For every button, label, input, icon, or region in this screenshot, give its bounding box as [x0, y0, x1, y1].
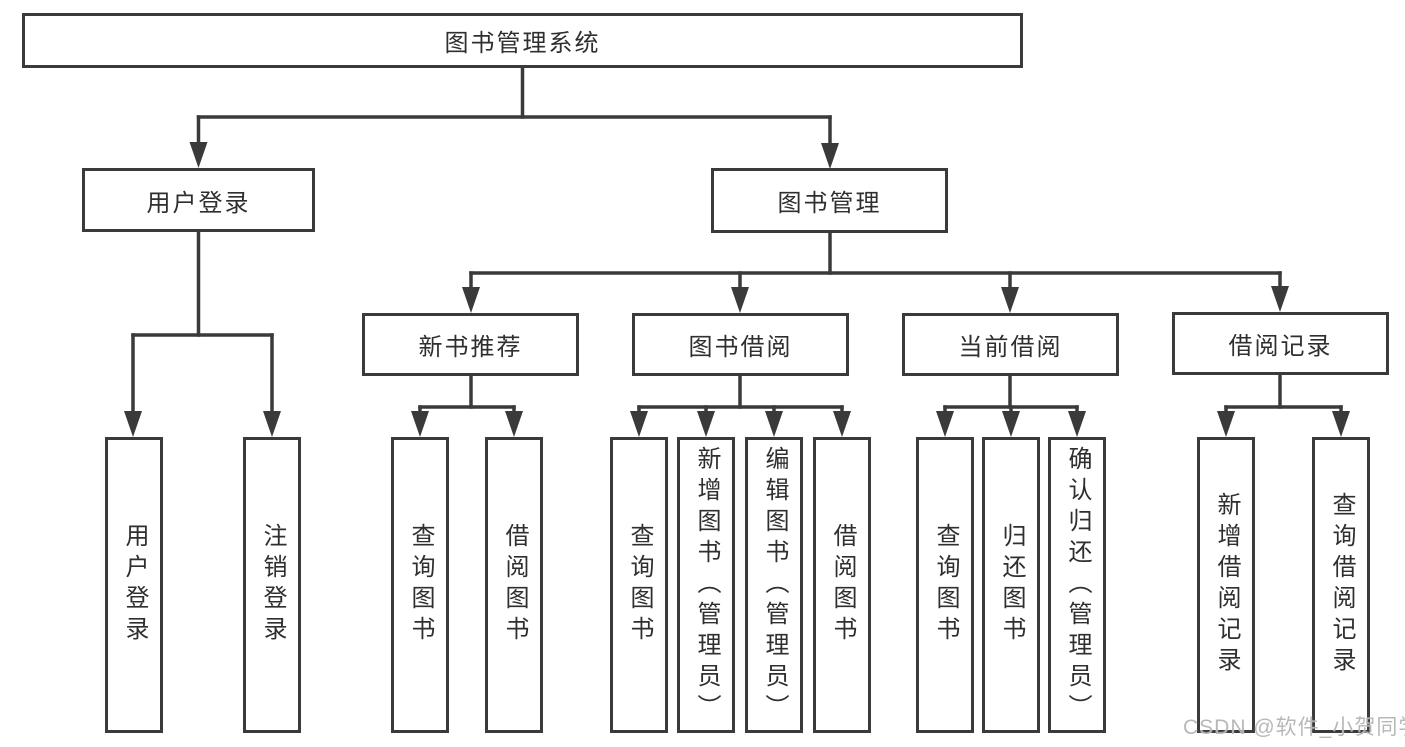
node-book-borrow: 图书借阅 [632, 313, 849, 376]
leaf-label: 新增借阅记录 [1213, 492, 1240, 678]
arrow-down-icon [1001, 287, 1019, 313]
leaf-return-books: 归还图书 [982, 437, 1040, 733]
arrow-down-icon [462, 287, 480, 313]
leaf-label: 查询图书 [407, 523, 434, 647]
connector-book-management-to-modules [462, 231, 1289, 313]
arrow-down-icon [765, 411, 783, 437]
arrow-down-icon [697, 411, 715, 437]
leaf-query-books-borrow: 查询图书 [610, 437, 668, 733]
node-label: 用户登录 [146, 189, 251, 217]
node-borrow-records: 借阅记录 [1172, 312, 1389, 375]
arrow-down-icon [731, 287, 749, 313]
node-label: 图书借阅 [688, 334, 793, 361]
node-user-login: 用户登录 [82, 168, 315, 232]
arrow-down-icon [411, 411, 429, 437]
node-label: 当前借阅 [958, 334, 1063, 361]
arrow-down-icon [1002, 411, 1020, 437]
leaf-label: 查询图书 [932, 523, 959, 647]
leaf-borrow-books-recommend: 借阅图书 [485, 437, 543, 733]
connector-root-to-branches [189, 66, 839, 169]
connector-new-book-recommend-to-leaves [411, 374, 523, 437]
node-label: 图书管理 [777, 190, 882, 217]
leaf-logout: 注销登录 [243, 437, 301, 733]
leaf-label: 借阅图书 [829, 523, 856, 647]
leaf-label: 归还图书 [998, 523, 1025, 647]
arrow-down-icon [1332, 411, 1350, 437]
leaf-query-borrow-record: 查询借阅记录 [1312, 437, 1370, 733]
leaf-edit-books-admin: 编辑图书（管理员） [745, 437, 803, 733]
arrow-down-icon [936, 411, 954, 437]
connector-current-borrow-to-leaves [936, 374, 1086, 437]
leaf-label: 注销登录 [259, 523, 286, 647]
leaf-label: 用户登录 [121, 523, 148, 647]
leaf-label: 确认归还（管理员） [1064, 445, 1091, 725]
arrow-down-icon [833, 411, 851, 437]
leaf-label: 编辑图书（管理员） [761, 445, 788, 725]
connector-borrow-records-to-leaves [1217, 373, 1350, 437]
arrow-down-icon [821, 143, 839, 169]
leaf-add-borrow-record: 新增借阅记录 [1197, 437, 1255, 733]
connector-book-borrow-to-leaves [630, 374, 851, 437]
arrow-down-icon [505, 411, 523, 437]
node-label: 借阅记录 [1228, 333, 1333, 360]
arrow-down-icon [630, 411, 648, 437]
arrow-down-icon [1068, 411, 1086, 437]
node-book-management: 图书管理 [711, 168, 948, 233]
leaf-query-books-current: 查询图书 [916, 437, 974, 733]
leaf-label: 查询借阅记录 [1328, 492, 1355, 678]
node-current-borrow: 当前借阅 [902, 313, 1119, 376]
watermark: CSDN @软件_小贺同学 [1183, 716, 1405, 739]
arrow-down-icon [1271, 286, 1289, 312]
leaf-label: 新增图书（管理员） [693, 445, 720, 725]
leaf-add-books-admin: 新增图书（管理员） [677, 437, 735, 733]
node-label: 新书推荐 [418, 334, 523, 361]
arrow-down-icon [1217, 411, 1235, 437]
leaf-user-login: 用户登录 [105, 437, 163, 733]
leaf-borrow-books: 借阅图书 [813, 437, 871, 733]
connector-user-login-to-leaves [124, 230, 281, 437]
leaf-confirm-return-admin: 确认归还（管理员） [1048, 437, 1106, 733]
leaf-label: 借阅图书 [501, 523, 528, 647]
node-library-management-system: 图书管理系统 [22, 13, 1023, 68]
node-new-book-recommend: 新书推荐 [362, 313, 579, 376]
arrow-down-icon [124, 411, 142, 437]
leaf-query-books-recommend: 查询图书 [391, 437, 449, 733]
leaf-label: 查询图书 [626, 523, 653, 647]
arrow-down-icon [263, 411, 281, 437]
arrow-down-icon [189, 142, 208, 168]
node-label: 图书管理系统 [444, 30, 601, 57]
